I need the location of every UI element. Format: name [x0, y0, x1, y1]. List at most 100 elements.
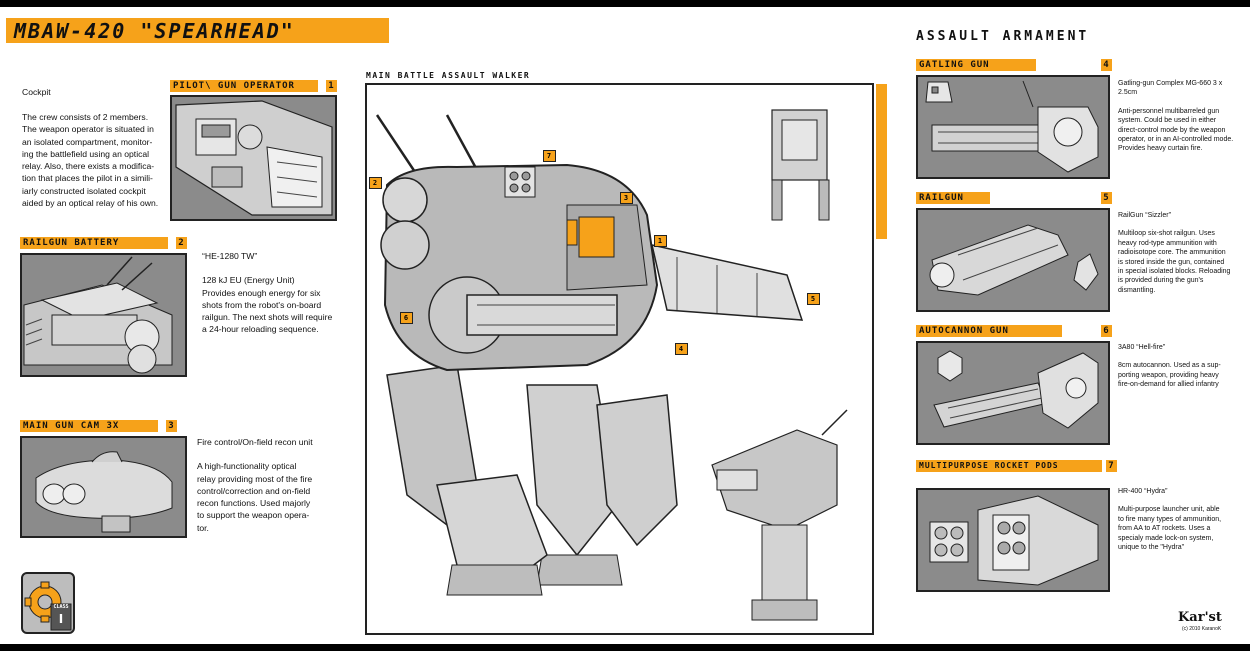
class-value: I: [58, 612, 64, 626]
text-line: railgun. The next shots will require: [202, 312, 333, 323]
signature: Kar'st: [1178, 610, 1222, 625]
class-label: CLASS: [53, 604, 69, 610]
text-line: to support the weapon opera-: [197, 510, 310, 521]
spacer: [202, 262, 352, 274]
spacer: [1118, 496, 1246, 505]
autocannon-number: 6: [1101, 325, 1112, 337]
autocannon-label: AUTOCANNON GUN: [919, 326, 1009, 336]
text-line: aided by an optical relay of his own.: [22, 198, 159, 209]
cockpit-panel: [170, 95, 337, 221]
spacer: [1118, 352, 1246, 361]
text-line: A high-functionality optical: [197, 461, 297, 472]
battery-illustration: [23, 256, 173, 374]
railgun-panel: [916, 208, 1110, 312]
diagram-marker: 1: [654, 235, 667, 247]
gatling-number: 4: [1101, 59, 1112, 71]
diagram-marker: 2: [369, 177, 382, 189]
text-line: is provided during the gun's: [1118, 277, 1204, 285]
main-diagram: 7 2 3 1 5 6 4: [365, 83, 874, 635]
diagram-marker: 3: [620, 192, 633, 204]
text-line: 2.5cm: [1118, 89, 1138, 97]
text-line: porting weapon, providing heavy: [1118, 371, 1219, 379]
text-line: The crew consists of 2 members.: [22, 112, 149, 122]
cockpit-label-bar: [170, 80, 318, 92]
text-line: from AA to AT rockets. Uses a: [1118, 525, 1211, 533]
rockets-panel: [916, 488, 1110, 592]
spacer: [197, 448, 352, 460]
text-line: system. Could be used in either: [1118, 117, 1217, 125]
text-line: HR-400 “Hydra”: [1118, 488, 1168, 495]
text-line: Provides enough energy for six: [202, 287, 321, 298]
text-line: heavy rod-type ammunition with: [1118, 239, 1217, 247]
diagram-marker: 4: [675, 343, 688, 355]
text-line: dismantling.: [1118, 286, 1156, 294]
cockpit-heading: Cockpit: [22, 87, 51, 97]
railgun-label: RAILGUN: [919, 193, 964, 203]
autocannon-illustration: [933, 350, 1099, 429]
text-line: relay providing most of the fire: [197, 473, 313, 484]
cam-description: Fire control/On-field recon unit A high-…: [197, 436, 352, 534]
text-line: 128 kJ EU (Energy Unit): [202, 275, 295, 286]
text-line: Provides heavy curtain fire.: [1118, 145, 1203, 153]
cam-illustration: [35, 451, 173, 533]
cam-panel: [20, 436, 187, 538]
text-line: relay. Also, there exists a modifica-: [22, 161, 155, 172]
text-line: shots from the robot's on-board: [202, 299, 322, 310]
title-bar: [6, 18, 389, 43]
text-line: The weapon operator is situated in: [22, 124, 154, 135]
text-line: Anti-personnel multibarreled gun: [1118, 107, 1220, 115]
text-line: 8cm autocannon. Used as a sup-: [1118, 362, 1221, 370]
cam-label: MAIN GUN CAM 3X: [23, 421, 120, 431]
railgun-label-bar: [916, 192, 990, 204]
text-line: fire-on-demand for allied infantry: [1118, 381, 1219, 389]
battery-number: 2: [176, 237, 187, 249]
spacer: [1118, 220, 1246, 229]
main-caption: MAIN BATTLE ASSAULT WALKER: [366, 71, 531, 80]
diagram-marker: 5: [807, 293, 820, 305]
text-line: Multi-purpose launcher unit, able: [1118, 506, 1220, 514]
autocannon-panel: [916, 341, 1110, 445]
rockets-description: HR-400 “Hydra” Multi-purpose launcher un…: [1118, 487, 1246, 552]
diagram-marker: 6: [400, 312, 413, 324]
copyright: (c) 2010 KaranoK: [1182, 626, 1222, 632]
text-line: is stored inside the gun, contained: [1118, 258, 1225, 266]
text-line: unique to the "Hydra": [1118, 544, 1185, 552]
rockets-label: MULTIPURPOSE ROCKET PODS: [919, 461, 1059, 470]
rockets-illustration: [929, 495, 1099, 586]
text-line: to fire many types of ammunition,: [1118, 515, 1222, 523]
railgun-illustration: [929, 224, 1099, 296]
gatling-illustration: [925, 80, 1099, 173]
railgun-number: 5: [1101, 192, 1112, 204]
autocannon-description: 3A80 “Hell-fire” 8cm autocannon. Used as…: [1118, 343, 1246, 390]
gatling-description: Gatling-gun Complex MG-660 3 x 2.5cm Ant…: [1118, 79, 1246, 154]
gatling-panel: [916, 75, 1110, 179]
text-line: tion that places the pilot in a simili-: [22, 173, 153, 184]
text-line: recon functions. Used majorly: [197, 498, 311, 509]
gatling-label: GATLING GUN: [919, 60, 990, 70]
rockets-label-bar: [916, 460, 1102, 472]
text-line: direct-control mode by the weapon: [1118, 126, 1226, 134]
text-line: “HE-1280 TW”: [202, 251, 258, 261]
gatling-label-bar: [916, 59, 1036, 71]
cockpit-label: PILOT\ GUN OPERATOR: [173, 81, 295, 91]
text-line: RailGun “Sizzler”: [1118, 212, 1171, 219]
cockpit-illustration: [175, 100, 333, 216]
text-line: tor.: [197, 522, 209, 533]
battery-label: RAILGUN BATTERY: [23, 238, 120, 248]
rockets-number: 7: [1106, 460, 1117, 472]
assault-armament-heading: ASSAULT ARMAMENT: [916, 29, 1090, 44]
text-line: ing the battlefield using an optical: [22, 148, 150, 159]
railgun-description: RailGun “Sizzler” Multiloop six-shot rai…: [1118, 211, 1246, 295]
text-line: Multiloop six-shot railgun. Uses: [1118, 230, 1215, 238]
text-line: radioisotope core. The ammunition: [1118, 249, 1226, 257]
battery-label-bar: [20, 237, 168, 249]
text-line: a 24-hour reloading sequence.: [202, 324, 319, 335]
text-line: control/correction and on-field: [197, 485, 311, 496]
diagram-marker: 7: [543, 150, 556, 162]
class-badge: CLASS I: [21, 572, 75, 634]
text-line: 3A80 “Hell-fire”: [1118, 344, 1166, 351]
autocannon-label-bar: [916, 325, 1062, 337]
spacer: [1118, 98, 1246, 107]
battery-panel: [20, 253, 187, 377]
walker-illustration: [375, 109, 848, 621]
